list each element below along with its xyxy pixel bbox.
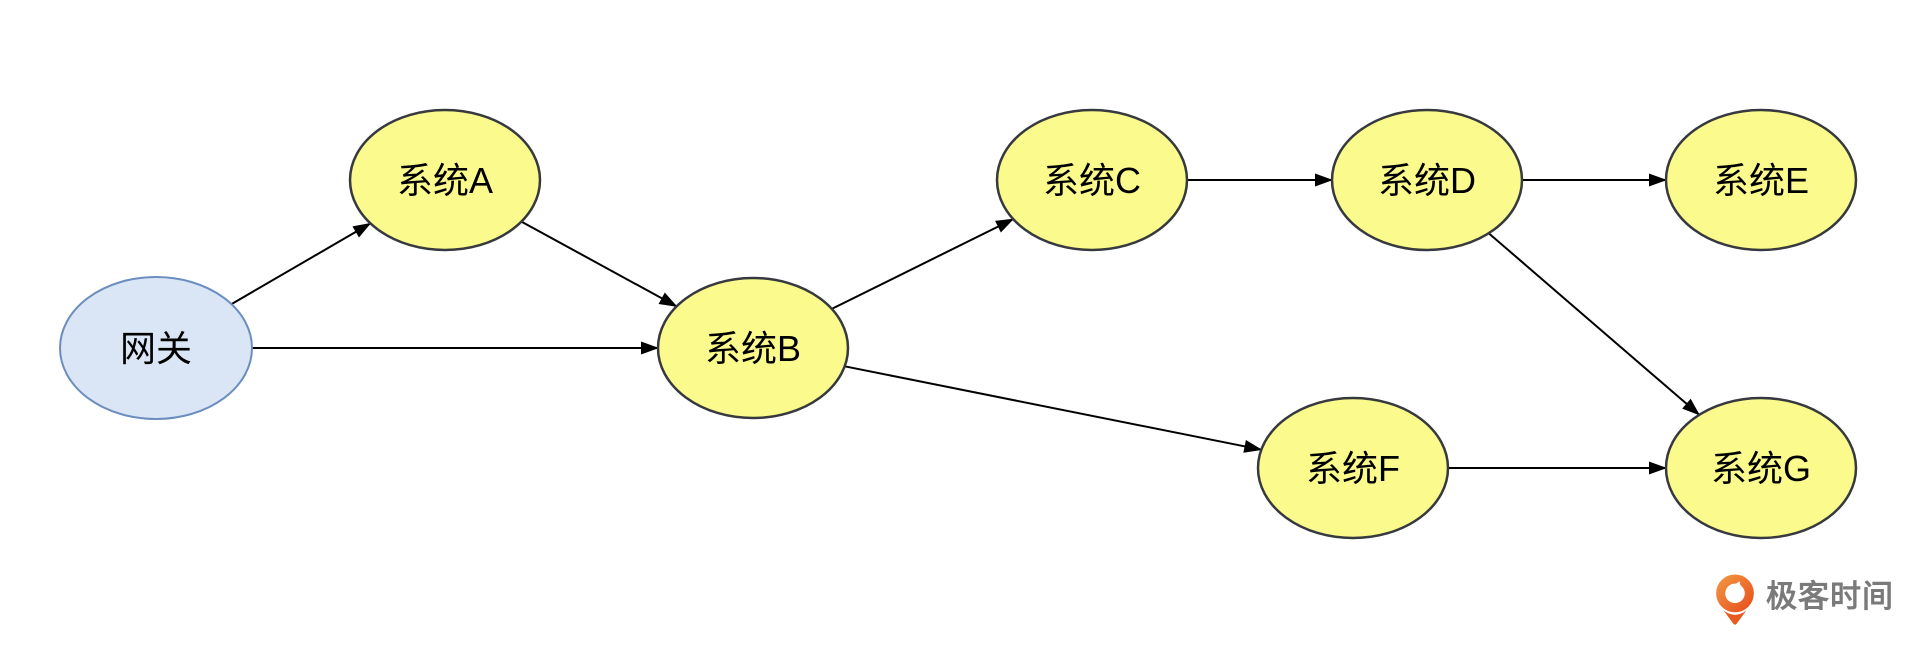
edge-sysD-sysG <box>1488 232 1701 416</box>
edge-sysB-sysF <box>844 365 1263 453</box>
node-ellipse <box>59 276 253 420</box>
nodes-layer: 网关 系统A 系统B 系统C 系统D 系统E 系统F 系统G <box>59 108 1858 540</box>
edge-gateway-sysA <box>230 222 372 305</box>
node-ellipse <box>1330 108 1524 252</box>
brand-text: 极客时间 <box>1766 578 1894 614</box>
node-sysD: 系统D <box>1330 108 1524 252</box>
node-sysE: 系统E <box>1664 108 1858 252</box>
node-label: 系统F <box>1306 448 1400 489</box>
node-label: 系统E <box>1713 160 1809 201</box>
node-sysC: 系统C <box>995 108 1189 252</box>
node-ellipse <box>656 276 850 420</box>
node-gateway: 网关 <box>59 276 253 420</box>
node-ellipse <box>1664 396 1858 540</box>
geektime-logo-icon <box>1716 574 1754 625</box>
node-ellipse <box>995 108 1189 252</box>
edges-layer <box>230 173 1701 475</box>
node-label: 系统B <box>705 328 801 369</box>
edge-sysB-sysC <box>831 218 1015 310</box>
node-sysB: 系统B <box>656 276 850 420</box>
node-ellipse <box>1664 108 1858 252</box>
node-sysA: 系统A <box>348 108 542 252</box>
node-sysG: 系统G <box>1664 396 1858 540</box>
node-sysF: 系统F <box>1256 396 1450 540</box>
node-label: 系统G <box>1711 448 1811 489</box>
node-label: 系统A <box>397 160 493 201</box>
node-ellipse <box>348 108 542 252</box>
node-ellipse <box>1256 396 1450 540</box>
edge-sysA-sysB <box>520 220 678 308</box>
brand-watermark: 极客时间 <box>1714 573 1894 629</box>
node-label: 系统D <box>1378 160 1476 201</box>
node-label: 系统C <box>1043 160 1141 201</box>
node-label: 网关 <box>120 328 192 369</box>
